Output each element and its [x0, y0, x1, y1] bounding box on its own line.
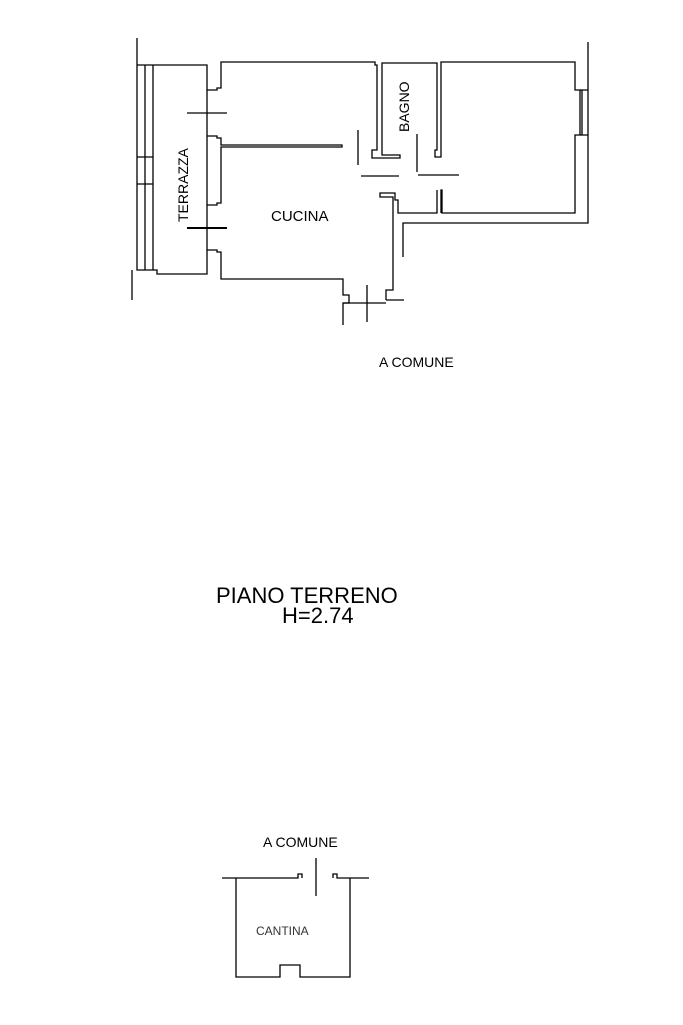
room-label-cantina: CANTINA — [256, 924, 309, 938]
room-label-cucina: CUCINA — [271, 208, 329, 225]
cantina-walls — [222, 858, 369, 978]
floor-title: PIANO TERRENO — [216, 583, 398, 608]
room-label-bagno: BAGNO — [396, 81, 412, 132]
access-label-top: A COMUNE — [379, 354, 454, 370]
access-label-bottom: A COMUNE — [263, 834, 338, 850]
ground-floor-walls — [131, 38, 589, 325]
room-label-terrazza: TERRAZZA — [175, 148, 191, 222]
floor-height: H=2.74 — [282, 603, 354, 628]
